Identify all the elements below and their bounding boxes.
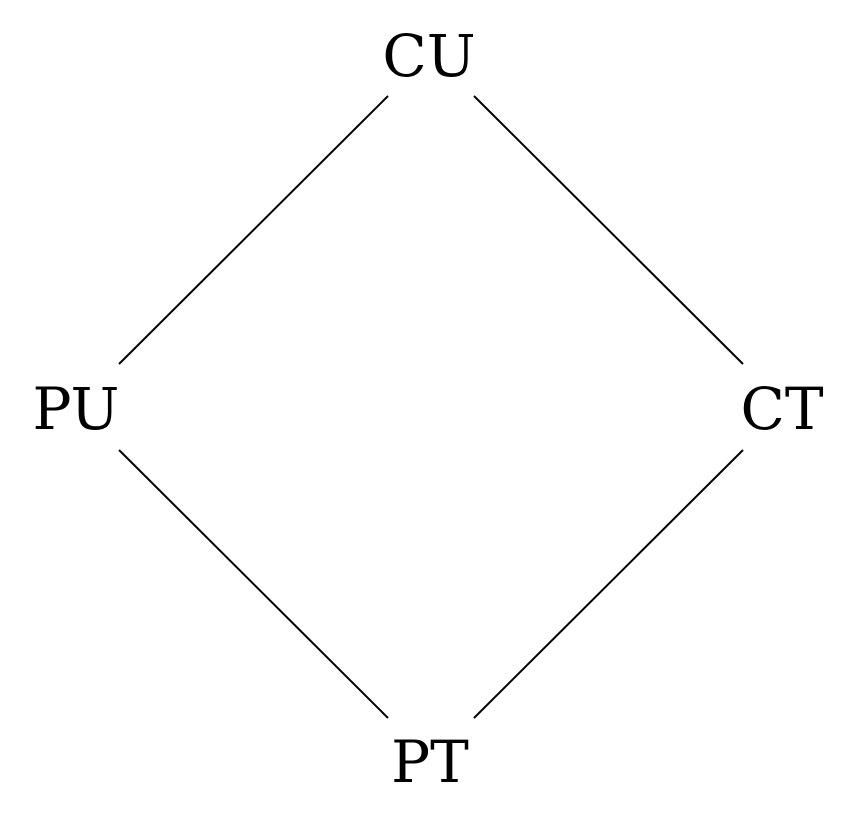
edge-cu-pu bbox=[118, 95, 389, 365]
node-pt-label: PT bbox=[391, 728, 469, 796]
edge-pu-pt bbox=[118, 449, 389, 719]
edge-ct-pt bbox=[473, 449, 744, 719]
node-pu-label: PU bbox=[33, 375, 120, 443]
node-ct-label: CT bbox=[740, 375, 823, 443]
edge-cu-ct bbox=[473, 95, 744, 365]
node-cu-label: CU bbox=[382, 22, 475, 90]
